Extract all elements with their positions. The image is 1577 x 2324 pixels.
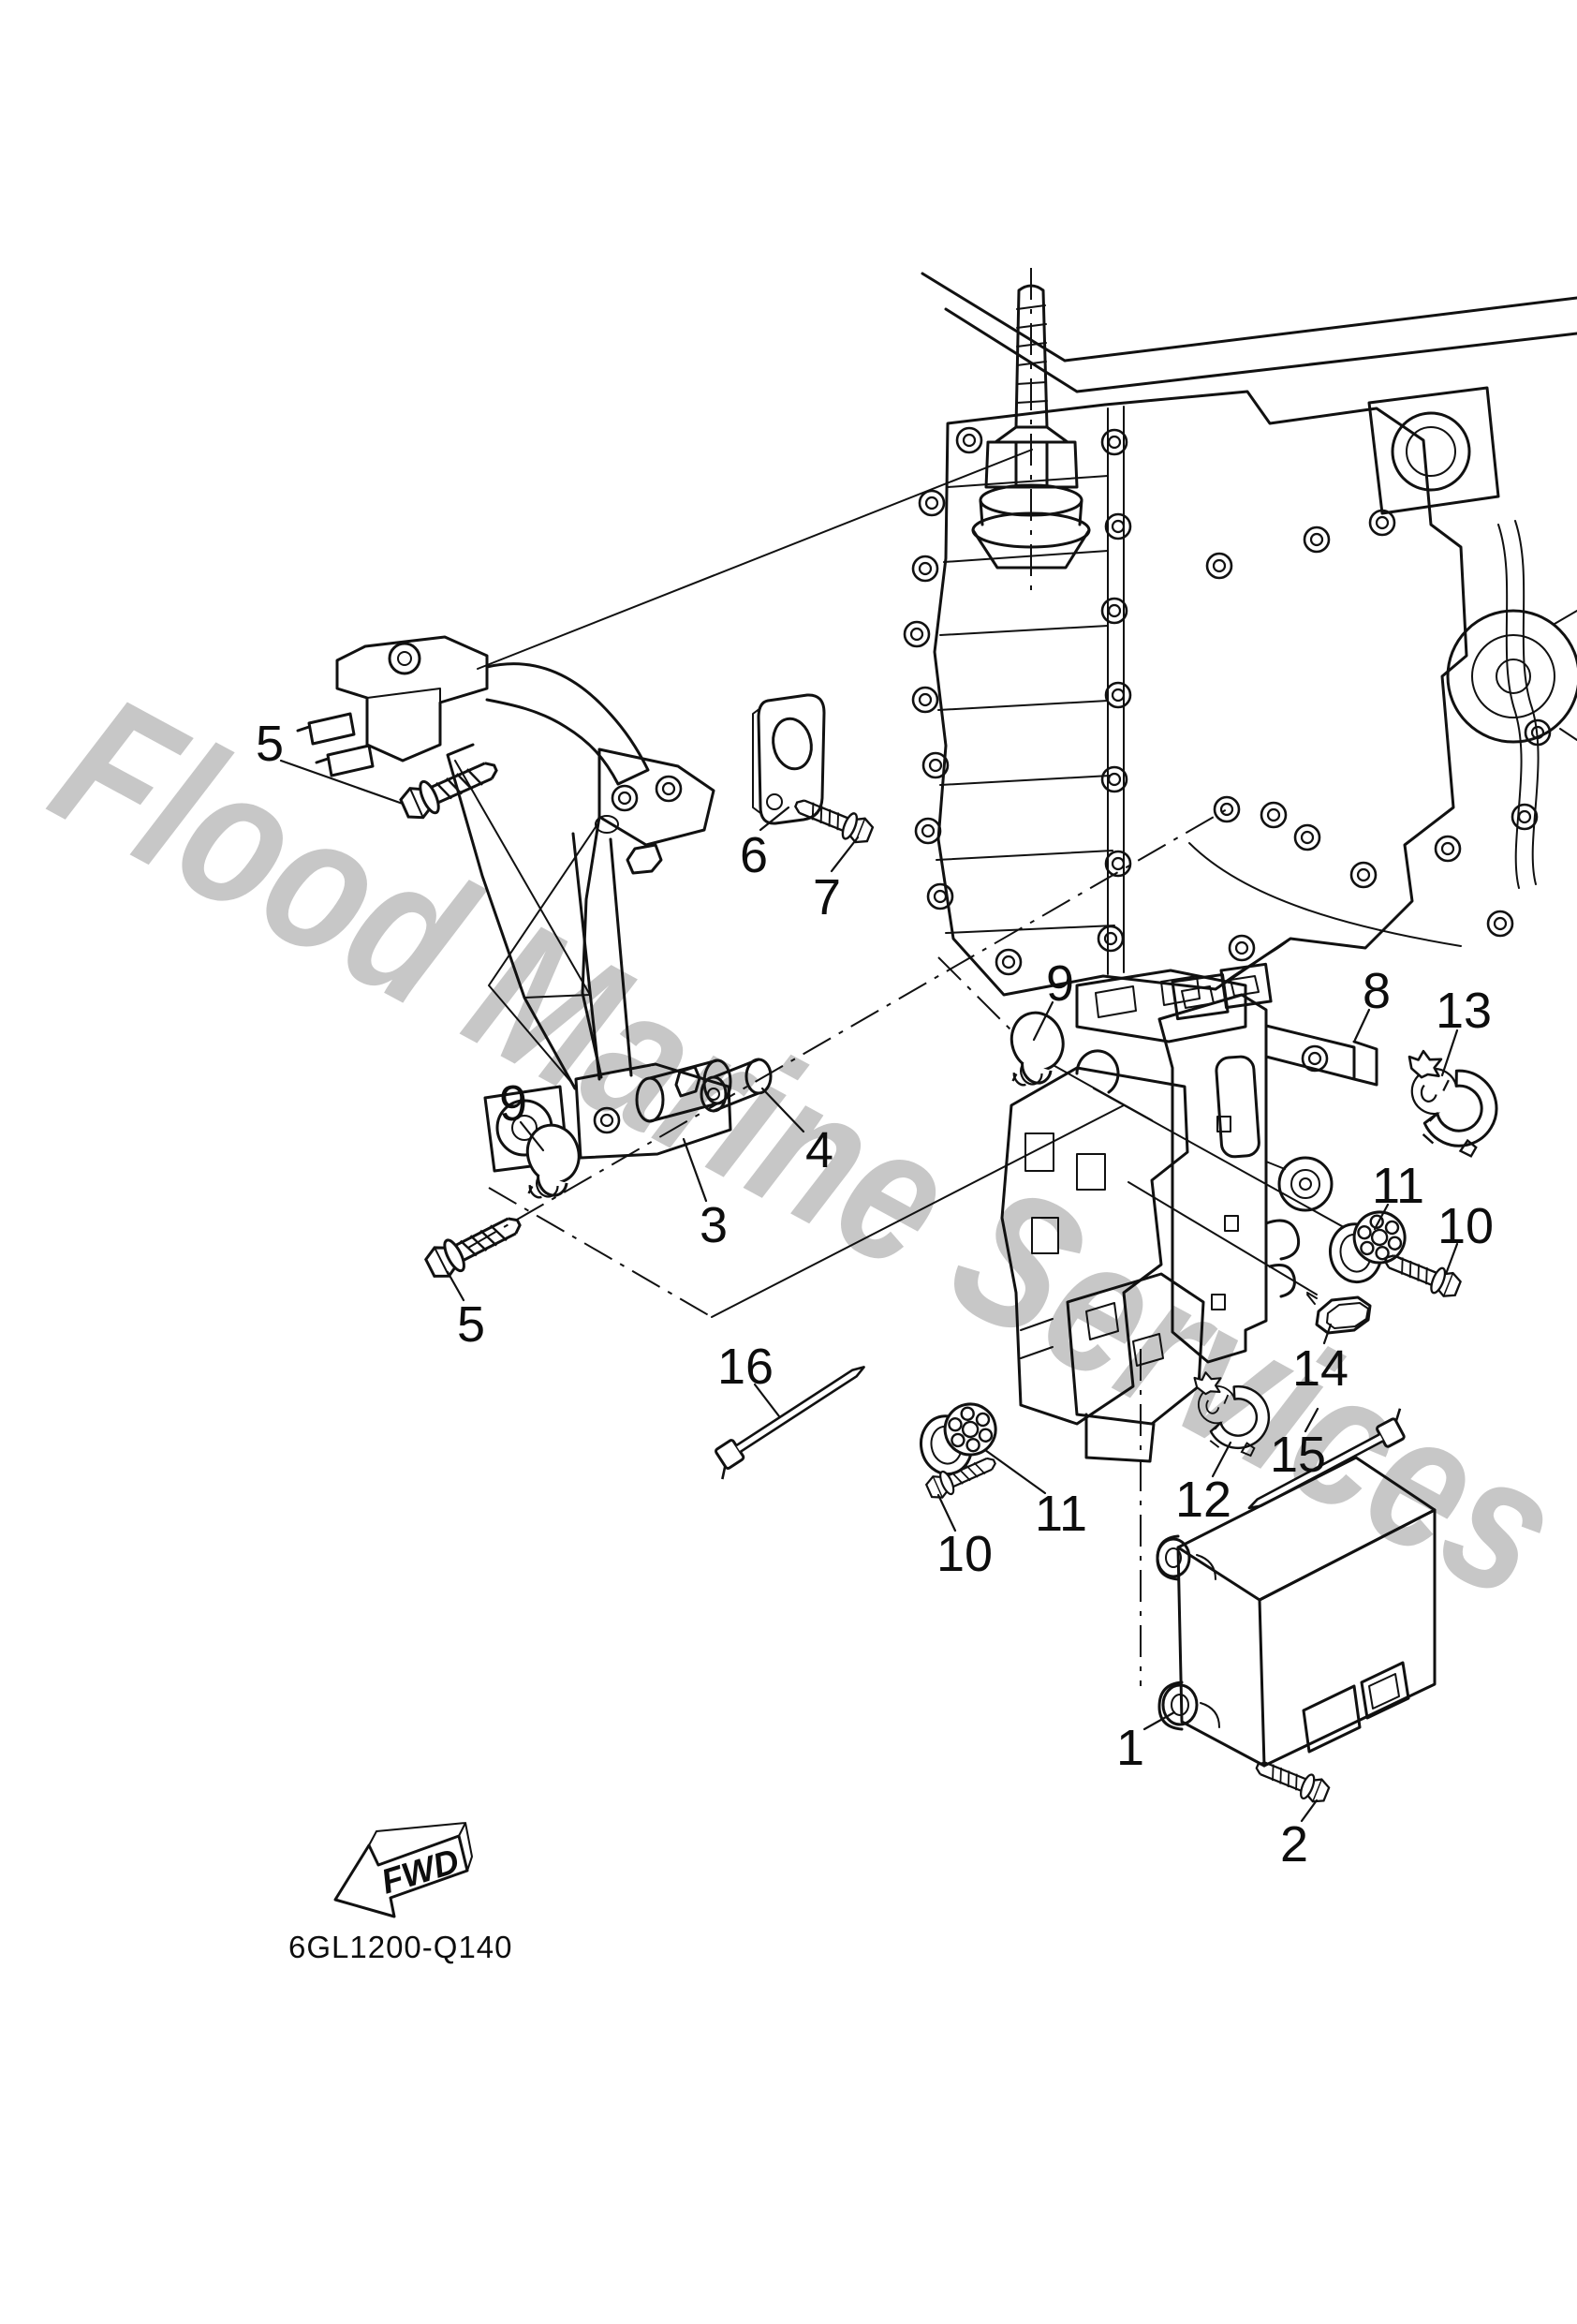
part-label-1: 1: [1116, 1720, 1144, 1776]
leader-line-part-9: [519, 1120, 545, 1152]
engine-block-drawing: [903, 268, 1577, 997]
assembly-axis-lines: [467, 449, 1402, 1686]
leader-line-part-3: [682, 1137, 708, 1203]
leader-line-part-16: [753, 1383, 781, 1418]
part-label-11: 11: [1035, 1486, 1087, 1542]
part-label-7: 7: [813, 869, 841, 925]
leader-lines: [279, 759, 1459, 1823]
leader-line-part-2: [1300, 1799, 1319, 1823]
leader-line-part-12: [1211, 1441, 1232, 1478]
part-label-15: 15: [1270, 1427, 1326, 1483]
mounting-bracket-drawing: [296, 635, 732, 1173]
part-label-10: 10: [936, 1526, 993, 1582]
part-label-4: 4: [805, 1122, 833, 1178]
electrical-bracket-drawing: [705, 962, 1505, 1519]
part-label-5: 5: [256, 716, 284, 772]
leader-line-part-10: [1444, 1242, 1459, 1276]
small-parts-left: [396, 693, 1076, 1284]
leader-line-part-8: [1353, 1008, 1371, 1042]
leader-line-part-7: [830, 836, 860, 873]
part-label-8: 8: [1363, 963, 1391, 1019]
fwd-direction-arrow: FWD: [333, 1822, 473, 1918]
leader-line-part-11: [983, 1448, 1047, 1495]
leader-line-part-5: [446, 1270, 465, 1302]
part-label-9: 9: [499, 1075, 527, 1132]
part-label-12: 12: [1175, 1472, 1231, 1528]
leader-line-part-5: [279, 759, 405, 806]
part-label-3: 3: [700, 1197, 728, 1253]
part-label-13: 13: [1436, 983, 1492, 1039]
ecu-unit-drawing: [1156, 1456, 1437, 1808]
leader-line-part-11: [1373, 1203, 1390, 1231]
leader-line-part-14: [1322, 1323, 1333, 1345]
leader-line-part-6: [759, 806, 790, 832]
part-label-6: 6: [740, 827, 768, 883]
leader-line-part-15: [1304, 1407, 1319, 1433]
diagram-code: 6GL1200-Q140: [288, 1930, 513, 1964]
leader-line-part-4: [760, 1087, 805, 1133]
part-label-16: 16: [717, 1339, 774, 1395]
leader-line-part-10: [936, 1493, 957, 1532]
part-label-14: 14: [1292, 1340, 1349, 1397]
leader-line-part-13: [1440, 1029, 1459, 1077]
fwd-arrow-label: FWD: [376, 1842, 464, 1902]
part-label-11: 11: [1372, 1158, 1424, 1214]
part-label-5: 5: [457, 1296, 485, 1353]
leader-line-part-9: [1032, 1000, 1054, 1042]
part-label-10: 10: [1437, 1198, 1494, 1254]
leader-line-part-1: [1142, 1710, 1176, 1731]
part-label-9: 9: [1046, 955, 1074, 1012]
part-label-2: 2: [1280, 1816, 1308, 1873]
